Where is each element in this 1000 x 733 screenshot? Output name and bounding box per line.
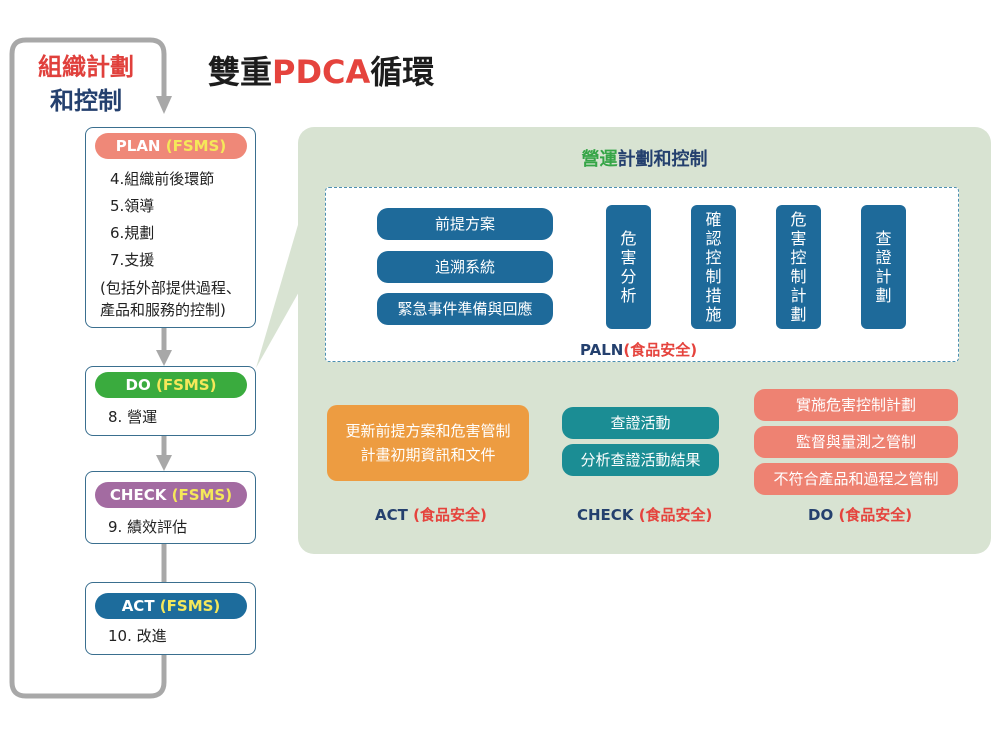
- outer-loop-line: [9, 37, 167, 699]
- stage-act-box: ACT (FSMS) 10. 改進: [85, 582, 256, 655]
- control-measures-box: 確認控制措施: [691, 205, 736, 329]
- check-item-analysis: 分析查證活動結果: [562, 444, 719, 476]
- list-item: 10. 改進: [108, 627, 167, 645]
- list-item: 產品和服務的控制): [100, 301, 226, 319]
- title-accent: PDCA: [272, 53, 371, 91]
- list-item: 9. 績效評估: [108, 518, 188, 536]
- do-item-nonconforming: 不符合產品和過程之管制: [754, 463, 958, 495]
- list-item: 6.規劃: [110, 224, 155, 242]
- emergency-response-box: 緊急事件準備與回應: [377, 293, 553, 325]
- hazard-control-plan-box: 危害控制計劃: [776, 205, 821, 329]
- list-item: 8. 營運: [108, 408, 158, 426]
- stage-act-items: 10. 改進: [108, 623, 167, 650]
- outer-label-line2: 和控制: [50, 87, 122, 115]
- stage-do-pill: DO (FSMS): [95, 372, 247, 398]
- plan-caption: PALN(食品安全): [580, 341, 698, 359]
- title-prefix: 雙重: [208, 53, 273, 91]
- verification-plan-box: 查證計劃: [861, 205, 906, 329]
- arrow-into-plan: [156, 96, 172, 114]
- page-title: 雙重PDCA循環: [208, 50, 434, 94]
- stage-check-pill: CHECK (FSMS): [95, 482, 247, 508]
- do-item-monitoring: 監督與量測之管制: [754, 426, 958, 458]
- stage-plan-pill: PLAN (FSMS): [95, 133, 247, 159]
- operations-panel-title: 營運計劃和控制: [581, 149, 708, 170]
- act-text-line2: 計畫初期資訊和文件: [360, 446, 496, 464]
- traceability-system-box: 追溯系統: [377, 251, 553, 283]
- act-update-box: 更新前提方案和危害管制 計畫初期資訊和文件: [327, 405, 529, 481]
- prerequisite-programs-box: 前提方案: [377, 208, 553, 240]
- organization-plan-label: 組織計劃 和控制: [26, 50, 146, 118]
- list-item: 5.領導: [110, 197, 155, 215]
- stage-check-box: CHECK (FSMS) 9. 績效評估: [85, 471, 256, 544]
- list-item: 4.組織前後環節: [110, 170, 215, 188]
- list-item: (包括外部提供過程、: [100, 279, 241, 297]
- arrow-do-to-check: [156, 455, 172, 471]
- check-caption: CHECK (食品安全): [577, 506, 713, 524]
- stage-act-pill: ACT (FSMS): [95, 593, 247, 619]
- outer-label-line1: 組織計劃: [38, 53, 134, 81]
- title-suffix: 循環: [370, 53, 435, 91]
- do-caption: DO (食品安全): [808, 506, 913, 524]
- stage-plan-box: PLAN (FSMS) 4.組織前後環節 5.領導 6.規劃 7.支援 (包括外…: [85, 127, 256, 328]
- callout-wedge: [256, 218, 300, 368]
- check-item-verification: 查證活動: [562, 407, 719, 439]
- stage-plan-items: 4.組織前後環節 5.領導 6.規劃 7.支援 (包括外部提供過程、 產品和服務…: [100, 166, 241, 321]
- hazard-analysis-box: 危害分析: [606, 205, 651, 329]
- list-item: 7.支援: [110, 251, 155, 269]
- stage-do-box: DO (FSMS) 8. 營運: [85, 366, 256, 436]
- stage-check-items: 9. 績效評估: [108, 514, 187, 541]
- act-text-line1: 更新前提方案和危害管制: [345, 422, 511, 440]
- stage-do-items: 8. 營運: [108, 404, 157, 431]
- arrow-plan-to-do: [156, 350, 172, 366]
- act-caption: ACT (食品安全): [375, 506, 487, 524]
- do-item-implement: 實施危害控制計劃: [754, 389, 958, 421]
